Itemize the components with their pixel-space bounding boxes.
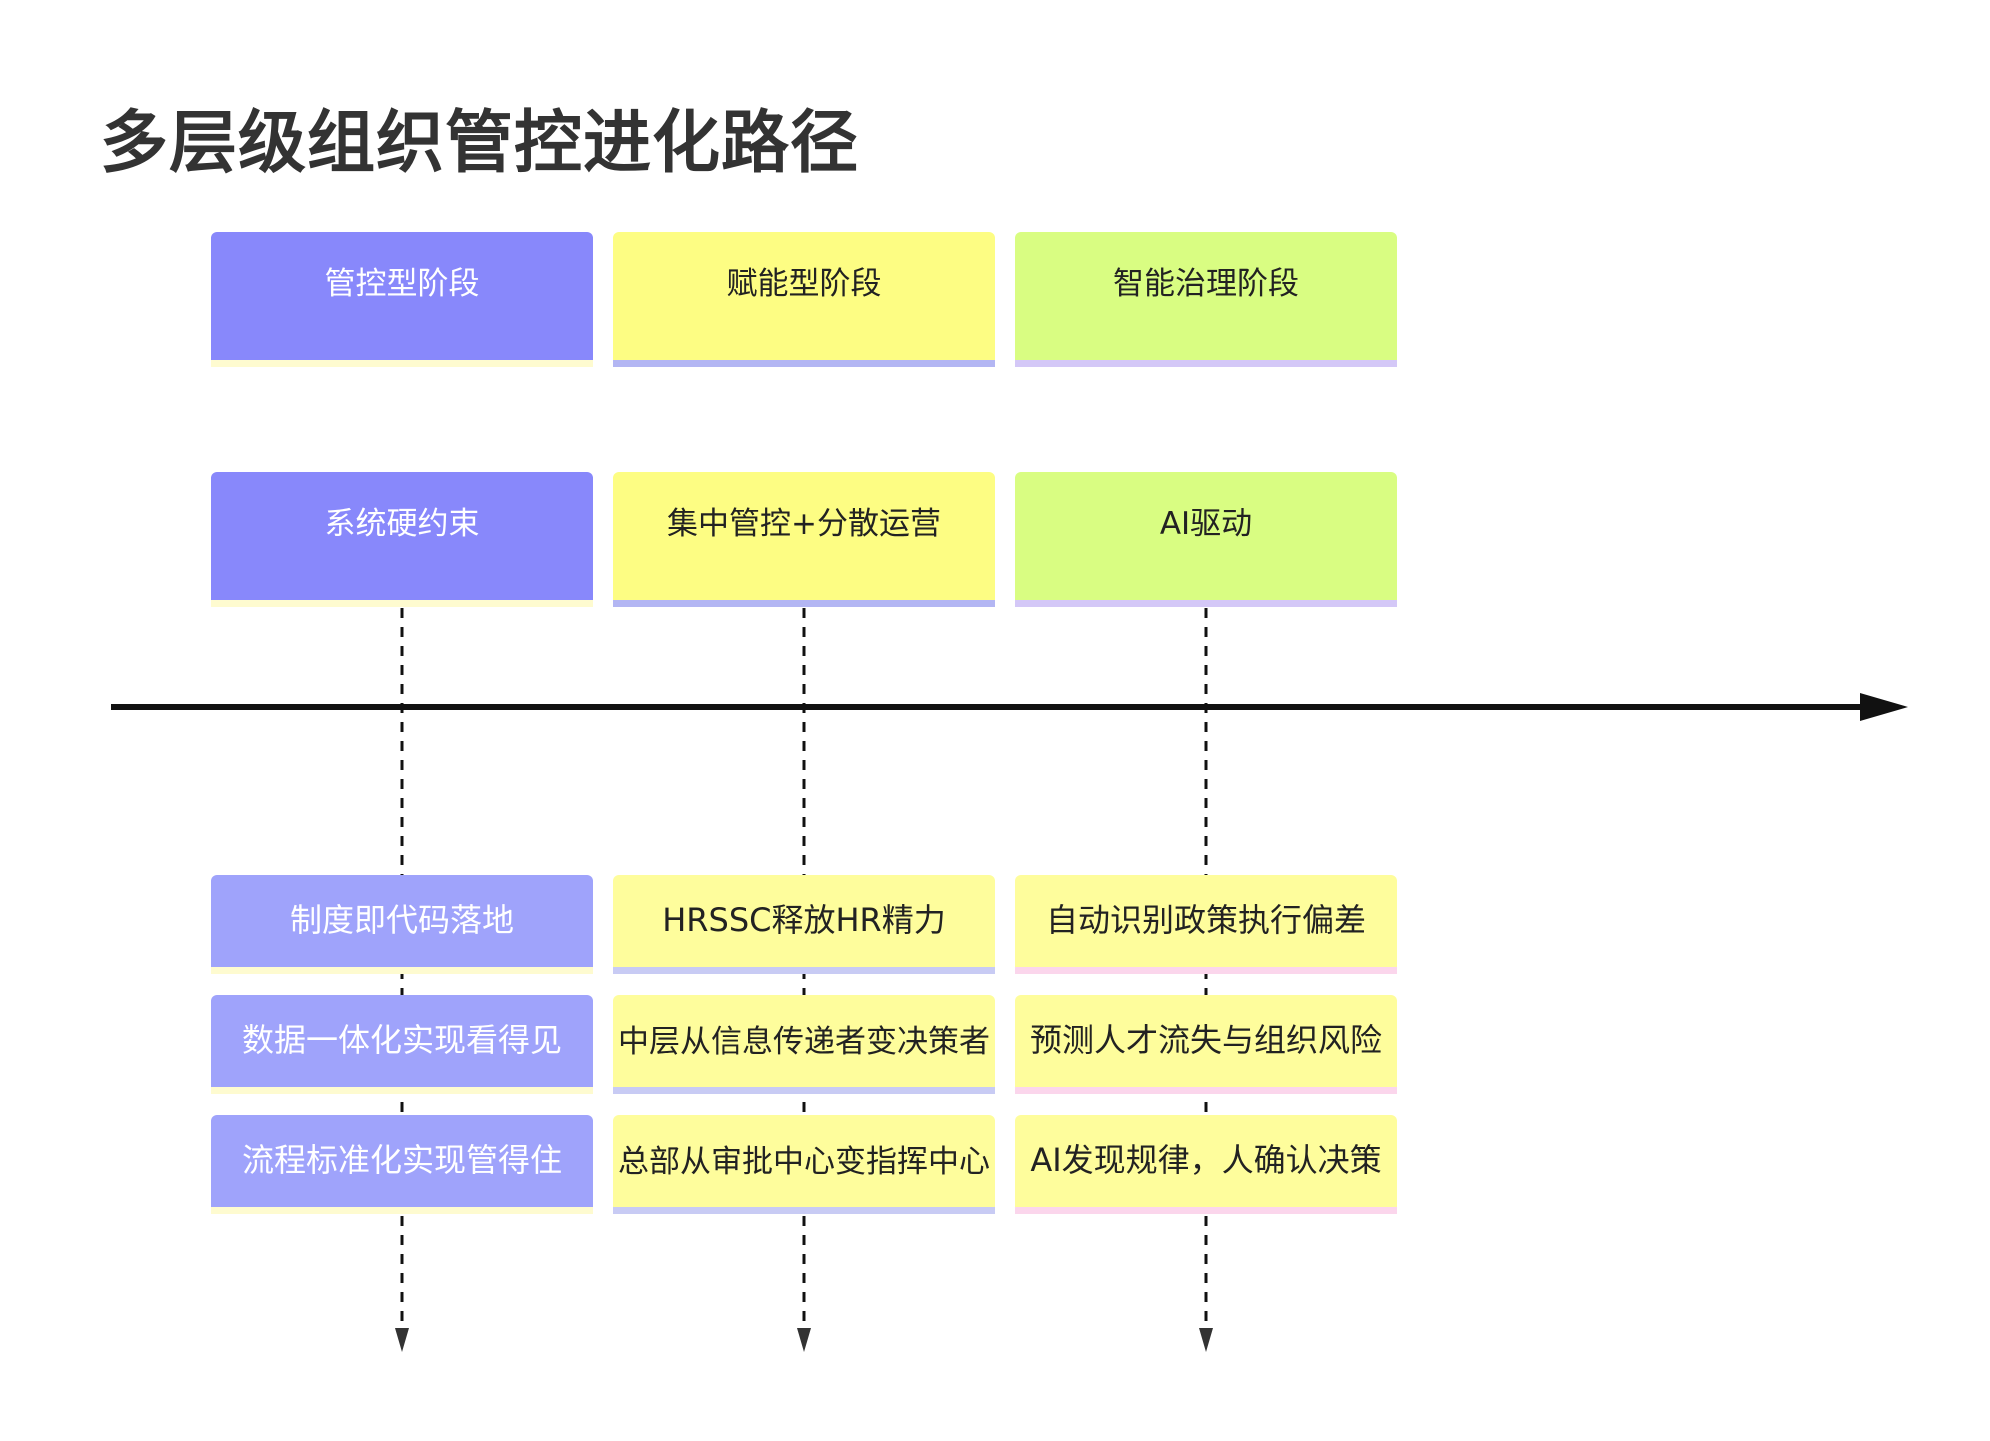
stage-label: 管控型阶段 [324, 266, 480, 302]
list-item: 数据一体化实现看得见 [211, 995, 593, 1094]
page-title: 多层级组织管控进化路径 [100, 104, 860, 183]
connector-arrow-1 [395, 1328, 409, 1352]
list-item: 自动识别政策执行偏差 [1015, 875, 1397, 974]
feature-label: AI驱动 [1159, 506, 1253, 542]
stage-label: 智能治理阶段 [1113, 266, 1299, 302]
connector-arrow-2 [797, 1328, 811, 1352]
list-item: AI发现规律，人确认决策 [1015, 1115, 1397, 1214]
stage-card-control: 管控型阶段 [211, 232, 593, 367]
feature-card-intelligent: AI驱动 [1015, 472, 1397, 607]
stage-card-enablement: 赋能型阶段 [613, 232, 995, 367]
feature-label: 集中管控+分散运营 [667, 506, 941, 542]
feature-card-enablement: 集中管控+分散运营 [613, 472, 995, 607]
list-item: 制度即代码落地 [211, 875, 593, 974]
feature-card-control: 系统硬约束 [211, 472, 593, 607]
list-item: 总部从审批中心变指挥中心 [613, 1115, 995, 1214]
stage-card-intelligent: 智能治理阶段 [1015, 232, 1397, 367]
timeline-arrowhead [1860, 693, 1908, 721]
feature-label: 系统硬约束 [324, 506, 480, 542]
list-item: 预测人才流失与组织风险 [1015, 995, 1397, 1094]
stage-label: 赋能型阶段 [726, 266, 882, 302]
list-item: 流程标准化实现管得住 [211, 1115, 593, 1214]
list-item: 中层从信息传递者变决策者 [613, 995, 995, 1094]
connector-arrow-3 [1199, 1328, 1213, 1352]
list-item: HRSSC释放HR精力 [613, 875, 995, 974]
